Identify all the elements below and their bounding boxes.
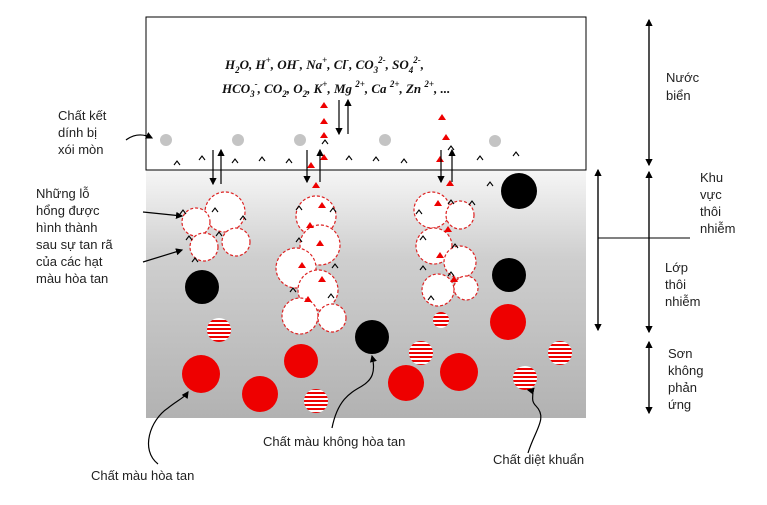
ion-text: H [224, 57, 236, 72]
label-line: dính bị [58, 125, 97, 140]
ion-text: 3 [249, 89, 255, 99]
label-line: màu hòa tan [36, 271, 108, 286]
label-line: hổng được [36, 203, 100, 218]
ion-text: O, H [240, 57, 267, 72]
range-arrows [594, 18, 690, 415]
ion-text: 3 [373, 65, 379, 75]
label-eroded-binder: Chất kết dính bị xói mòn [58, 108, 107, 157]
ion-text: + [266, 55, 271, 65]
insoluble-pigment-particle [492, 258, 526, 292]
ion-text: , Mg [326, 81, 355, 96]
ion-text: , Zn [398, 81, 424, 96]
ion-text: 2+ [423, 79, 434, 89]
label-leach-layer: Lớp thôi nhiễm [665, 260, 700, 309]
soluble-pigment-particle [388, 365, 424, 401]
label-line: nhiễm [665, 294, 700, 309]
insoluble-pigment-particle [355, 320, 389, 354]
void-cluster-left [181, 191, 251, 262]
label-line: của các hạt [36, 254, 103, 269]
ion-text: , [420, 57, 424, 72]
pigment-particles [182, 173, 572, 413]
ions-line-1: H2O, H+, OH-, Na+, Cl-, CO32-, SO42-, [224, 55, 424, 75]
ion-text: 2- [377, 55, 386, 65]
ion-text: + [322, 55, 327, 65]
ion-text: , Na [299, 57, 323, 72]
ion-text: 2+ [389, 79, 400, 89]
soluble-pigment-particle [284, 344, 318, 378]
eroded-binder-particles [160, 134, 501, 147]
ion-text: , SO [385, 57, 410, 72]
label-line: nhiễm [700, 221, 735, 236]
biocide-particle [513, 366, 537, 390]
label-leach-zone: Khu vực thôi nhiễm [700, 170, 735, 236]
label-seawater: Nước biển [666, 70, 700, 103]
ion-text: , ... [433, 81, 450, 96]
biocide-particle [548, 341, 572, 365]
label-soluble-pigment: Chất màu hòa tan [91, 468, 194, 483]
ion-text: , OH [270, 57, 298, 72]
label-line: ứng [668, 397, 691, 412]
ion-text: 4 [408, 65, 414, 75]
insoluble-pigment-particle [501, 173, 537, 209]
label-line: xói mòn [58, 142, 104, 157]
ion-text: 2 [281, 89, 287, 99]
label-line: Những lỗ [36, 186, 90, 201]
ion-text: - [346, 55, 349, 65]
ion-text: , CO [348, 57, 374, 72]
ion-text: , O [286, 81, 304, 96]
biocide-particle [304, 389, 328, 413]
label-line: thôi [665, 277, 686, 292]
label-line: Lớp [665, 260, 688, 275]
ions-line-2: HCO3-, CO2, O2, K+, Mg 2+, Ca 2+, Zn 2+,… [221, 79, 450, 99]
label-line: Sơn [668, 346, 692, 361]
label-line: biển [666, 88, 691, 103]
ion-text: 2 [302, 89, 308, 99]
label-unreacted-paint: Sơn không phản ứng [668, 346, 703, 412]
ion-text: , CO [257, 81, 283, 96]
dissolved-ion-particles [298, 102, 458, 302]
seawater-box [145, 16, 587, 171]
ion-text: + [322, 79, 327, 89]
label-line: sau sự tan rã [36, 237, 113, 252]
label-line: không [668, 363, 703, 378]
biocide-particle [409, 341, 433, 365]
label-insoluble-pigment: Chất màu không hòa tan [263, 434, 405, 449]
ion-text: 2+ [354, 79, 365, 89]
label-line: vực [700, 187, 722, 202]
soluble-pigment-particle [242, 376, 278, 412]
void-cluster-right [413, 191, 479, 307]
ion-text: , Ca [364, 81, 390, 96]
soluble-pigment-particle [490, 304, 526, 340]
exchange-arrows [209, 98, 456, 186]
leader-lines [125, 132, 542, 465]
ion-text: 2 [234, 65, 240, 75]
ion-text: - [297, 55, 300, 65]
label-line: thôi [700, 204, 721, 219]
label-line: Khu [700, 170, 723, 185]
insoluble-pigment-particle [185, 270, 219, 304]
label-voids: Những lỗ hổng được hình thành sau sự tan rã… [36, 186, 113, 286]
biocide-particle [433, 312, 449, 328]
label-line: Chất kết [58, 108, 107, 123]
label-line: phản [668, 380, 697, 395]
biocide-particle [207, 318, 231, 342]
ion-text: , Cl [326, 57, 346, 72]
soluble-pigment-particle [440, 353, 478, 391]
soluble-pigment-particle [182, 355, 220, 393]
ion-text: - [255, 79, 258, 89]
ion-text: 2- [412, 55, 421, 65]
label-line: Nước [666, 70, 700, 85]
label-line: hình thành [36, 220, 97, 235]
diffusion-chevrons [173, 139, 520, 301]
ion-text: , K [306, 81, 324, 96]
label-biocide: Chất diệt khuẩn [493, 452, 584, 467]
ion-text: HCO [221, 81, 251, 96]
